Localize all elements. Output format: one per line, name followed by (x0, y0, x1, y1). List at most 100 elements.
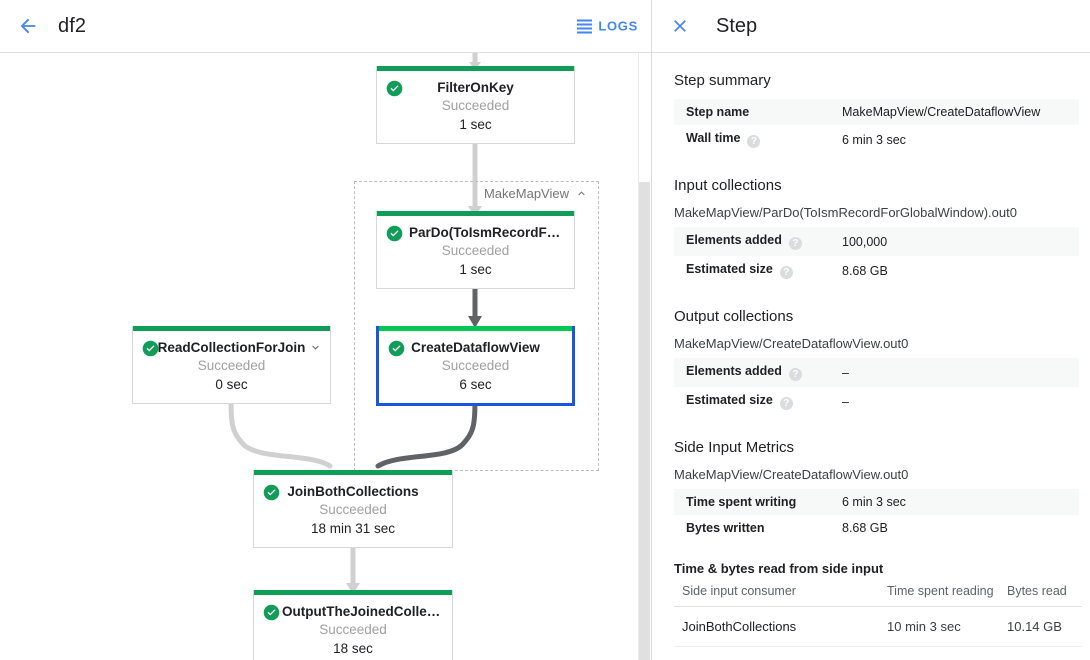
row-label: Time spent writing (686, 495, 797, 509)
output-collection-name: MakeMapView/CreateDataflowView.out0 (674, 336, 909, 351)
close-icon[interactable] (660, 6, 700, 46)
graph-scrollbar-track[interactable] (638, 53, 651, 660)
node-status-bar (377, 66, 574, 71)
node-title: OutputTheJoinedCollec… (282, 604, 442, 619)
check-circle-icon (386, 225, 403, 242)
row-label: Elements added? (674, 227, 842, 256)
check-circle-icon (388, 340, 405, 357)
cell-bytes-read: 10.14 GB (999, 606, 1082, 647)
help-icon[interactable]: ? (788, 368, 802, 381)
table-row: Time spent writing 6 min 3 sec (674, 489, 1079, 515)
table-row: JoinBothCollections 10 min 3 sec 10.14 G… (674, 606, 1082, 647)
node-duration: 1 sec (459, 117, 492, 132)
job-graph-panel: df2 LOGS (0, 0, 652, 660)
row-value: MakeMapView/CreateDataflowView (842, 105, 1041, 119)
input-collection-name: MakeMapView/ParDo(ToIsmRecordForGlobalWi… (674, 205, 1017, 220)
row-label: Wall time? (674, 125, 842, 154)
check-circle-icon (263, 604, 280, 621)
cell-side-input-consumer: JoinBothCollections (674, 606, 879, 647)
graph-node-create-dataflow-view[interactable]: CreateDataflowView Succeeded 6 sec (376, 326, 575, 406)
step-details-panel: Step Step summary Step name MakeMapView/… (652, 0, 1090, 660)
input-collections-table: Elements added? 100,000 Estimated size? … (674, 227, 1079, 285)
step-details-content: Step summary Step name MakeMapView/Creat… (652, 53, 1090, 660)
graph-scrollbar-thumb[interactable] (639, 182, 650, 660)
table-header-row: Side input consumer Time spent reading B… (674, 580, 1082, 607)
node-duration: 6 sec (459, 377, 492, 392)
input-collections-heading: Input collections (674, 177, 782, 194)
side-input-metrics-heading: Side Input Metrics (674, 439, 795, 456)
job-toolbar: df2 LOGS (0, 0, 651, 53)
composite-label[interactable]: MakeMapView (484, 186, 588, 201)
graph-node-pardo-to-ism-record[interactable]: ParDo(ToIsmRecordFor… Succeeded 1 sec (376, 211, 575, 289)
row-value: 8.68 GB (842, 521, 888, 535)
node-duration: 18 min 31 sec (310, 521, 396, 536)
chevron-down-icon[interactable] (309, 341, 322, 359)
node-status: Succeeded (319, 502, 387, 517)
table-row: Step name MakeMapView/CreateDataflowView (674, 99, 1079, 125)
step-summary-heading: Step summary (674, 72, 771, 89)
column-header-bytes-read: Bytes read (999, 580, 1082, 607)
row-label: Bytes written (686, 521, 765, 535)
row-label: Step name (686, 105, 750, 119)
table-row: Elements added? 100,000 (674, 227, 1079, 256)
graph-node-read-collection-for-join[interactable]: ReadCollectionForJoin Succeeded 0 sec (132, 326, 331, 404)
graph-edges (228, 53, 482, 594)
graph-node-filter-on-key[interactable]: FilterOnKey Succeeded 1 sec (376, 66, 575, 144)
row-value: 8.68 GB (842, 263, 888, 278)
column-header-time-spent-reading: Time spent reading (879, 580, 999, 607)
output-collections-table: Elements added? – Estimated size? – (674, 358, 1079, 416)
table-row: Wall time? 6 min 3 sec (674, 125, 1079, 154)
node-duration: 18 sec (333, 641, 373, 656)
check-circle-icon (142, 340, 159, 357)
node-title: ReadCollectionForJoin (157, 340, 306, 355)
output-collections-heading: Output collections (674, 308, 794, 325)
node-status-bar (254, 470, 452, 475)
composite-label-text: MakeMapView (483, 186, 569, 201)
graph-node-join-both-collections[interactable]: JoinBothCollections Succeeded 18 min 31 … (253, 470, 453, 548)
step-panel-title: Step (716, 14, 758, 37)
row-label: Elements added? (674, 358, 842, 387)
row-value: – (842, 365, 849, 380)
side-input-read-table: Side input consumer Time spent reading B… (674, 580, 1082, 647)
row-value: 6 min 3 sec (842, 132, 906, 147)
page-title: df2 (58, 14, 87, 37)
node-title: FilterOnKey (437, 80, 514, 95)
chevron-up-icon (578, 191, 585, 196)
logs-button[interactable]: LOGS (577, 19, 638, 34)
logs-list-icon (577, 19, 593, 33)
row-label: Estimated size? (674, 256, 842, 285)
table-row: Elements added? – (674, 358, 1079, 387)
node-status-bar (254, 590, 452, 595)
help-icon[interactable]: ? (779, 266, 793, 279)
node-duration: 1 sec (459, 262, 492, 277)
help-icon[interactable]: ? (788, 237, 802, 250)
help-icon[interactable]: ? (779, 397, 793, 410)
logs-button-label: LOGS (598, 18, 638, 34)
node-status-bar (379, 326, 572, 331)
node-status: Succeeded (441, 98, 510, 113)
step-panel-header: Step (652, 0, 1090, 53)
row-label: Estimated size? (674, 387, 842, 416)
check-circle-icon (263, 484, 280, 501)
job-graph-canvas[interactable]: MakeMapView FilterOnKey Succeeded 1 se (0, 53, 651, 660)
node-title: CreateDataflowView (411, 340, 540, 355)
row-value: – (842, 394, 849, 409)
node-title: ParDo(ToIsmRecordFor… (409, 225, 564, 240)
node-status-bar (133, 326, 330, 331)
arrow-back-icon[interactable] (8, 6, 48, 46)
help-icon[interactable]: ? (747, 135, 761, 148)
side-input-collection-name: MakeMapView/CreateDataflowView.out0 (674, 467, 909, 482)
check-circle-icon (386, 80, 403, 97)
node-status-bar (377, 211, 574, 216)
node-status: Succeeded (319, 622, 387, 637)
table-row: Bytes written 8.68 GB (674, 515, 1079, 541)
node-duration: 0 sec (215, 377, 248, 392)
cell-time-spent-reading: 10 min 3 sec (879, 606, 999, 647)
table-row: Estimated size? 8.68 GB (674, 256, 1079, 285)
node-title: JoinBothCollections (287, 484, 419, 499)
composite-transform-container[interactable]: MakeMapView (354, 181, 599, 471)
step-summary-table: Step name MakeMapView/CreateDataflowView… (674, 99, 1079, 154)
row-value: 6 min 3 sec (842, 495, 906, 509)
graph-node-output-the-joined-collection[interactable]: OutputTheJoinedCollec… Succeeded 18 sec (253, 590, 453, 660)
